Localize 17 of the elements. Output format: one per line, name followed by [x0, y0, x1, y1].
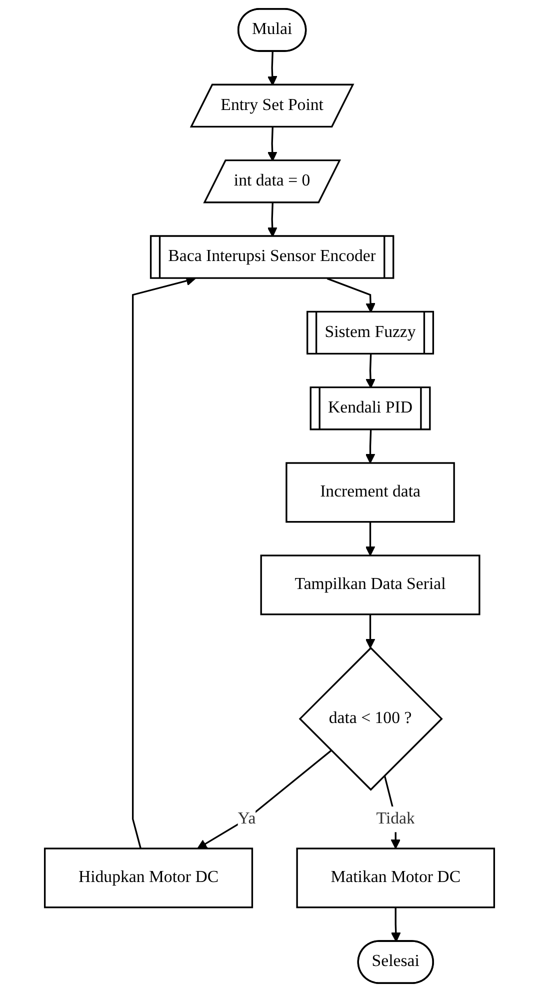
arrow — [326, 278, 376, 313]
arrow — [197, 750, 332, 849]
node-box: Tampilkan Data Serial — [260, 554, 480, 616]
arrow — [267, 202, 278, 237]
arrow — [365, 522, 376, 556]
edge-label: Tidak — [376, 810, 415, 828]
arrow — [267, 52, 278, 86]
node-box: Matikan Motor DC — [296, 848, 496, 908]
arrow — [366, 354, 376, 388]
arrow — [365, 430, 376, 464]
node-box: Hidupkan Motor DC — [44, 848, 254, 908]
node-box: Increment data — [286, 462, 455, 523]
node-diamond: data < 100 ? — [298, 646, 443, 791]
arrow — [267, 127, 278, 162]
arrow — [365, 614, 376, 648]
edge-label: Ya — [238, 810, 256, 828]
arrow — [390, 907, 401, 942]
